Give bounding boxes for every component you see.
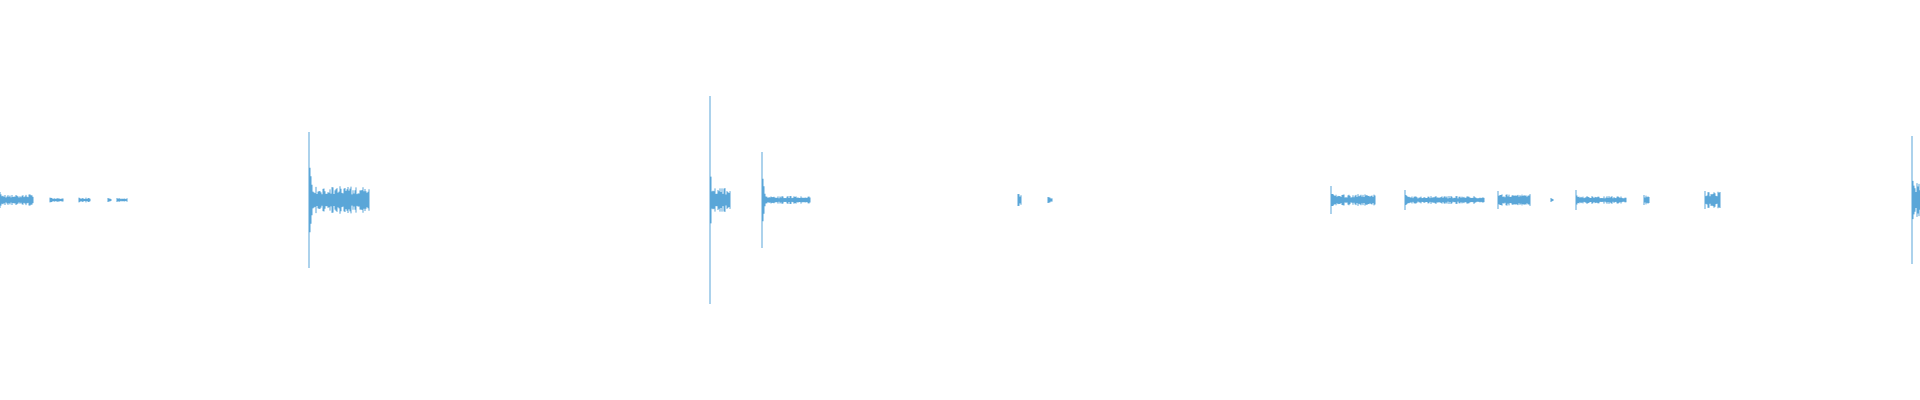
waveform-segment <box>709 96 731 304</box>
waveform-segment <box>78 197 91 203</box>
waveform-segment <box>1575 190 1627 210</box>
waveform-segment <box>1330 186 1376 214</box>
waveform-segment <box>1643 195 1650 205</box>
waveform-segment <box>1704 191 1721 209</box>
waveform-segment <box>0 192 34 208</box>
waveform-segment <box>116 198 128 202</box>
waveform-segment <box>1047 197 1053 203</box>
waveform-segment <box>308 132 370 268</box>
waveform-segment <box>1911 136 1920 264</box>
waveform-segment <box>107 198 112 202</box>
waveform-segment <box>1017 194 1022 206</box>
waveform-track <box>0 96 1920 304</box>
waveform-segment <box>1550 198 1554 202</box>
waveform-segment <box>49 197 64 203</box>
waveform-segment <box>1404 190 1485 210</box>
waveform-segment <box>1497 191 1531 209</box>
waveform-segment <box>761 152 811 248</box>
